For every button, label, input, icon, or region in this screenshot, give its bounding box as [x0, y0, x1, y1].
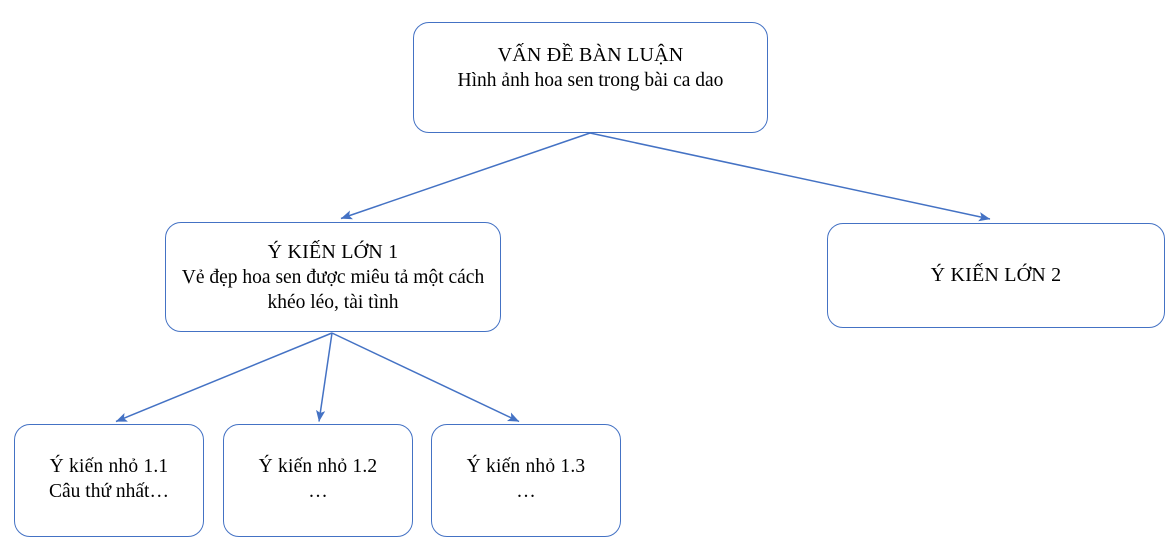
node-root-title: VẤN ĐỀ BÀN LUẬN	[497, 44, 684, 66]
node-main-idea-1-title: Ý KIẾN LỚN 1	[267, 241, 399, 263]
node-main-idea-2[interactable]: Ý KIẾN LỚN 2	[827, 223, 1165, 328]
node-main-idea-1[interactable]: Ý KIẾN LỚN 1 Vẻ đẹp hoa sen được miêu tả…	[165, 222, 501, 332]
connector-main-1-to-sub-11	[115, 332, 333, 423]
connector-root-to-main-2	[589, 132, 991, 222]
node-sub-idea-1-3-subtitle: …	[516, 480, 536, 502]
node-sub-idea-1-1-subtitle: Câu thứ nhất…	[49, 480, 169, 502]
node-sub-idea-1-2-title: Ý kiến nhỏ 1.2	[258, 456, 378, 477]
node-root-topic[interactable]: VẤN ĐỀ BÀN LUẬN Hình ảnh hoa sen trong b…	[413, 22, 768, 133]
node-sub-idea-1-2-subtitle: …	[308, 480, 328, 502]
node-main-idea-1-subtitle: Vẻ đẹp hoa sen được miêu tả một cách khé…	[181, 266, 485, 313]
node-root-subtitle: Hình ảnh hoa sen trong bài ca dao	[457, 69, 724, 91]
node-sub-idea-1-3-title: Ý kiến nhỏ 1.3	[466, 456, 586, 477]
node-sub-idea-1-1-title: Ý kiến nhỏ 1.1	[49, 456, 169, 477]
node-main-idea-2-title: Ý KIẾN LỚN 2	[930, 263, 1062, 286]
node-sub-idea-1-3[interactable]: Ý kiến nhỏ 1.3 …	[431, 424, 621, 537]
node-sub-idea-1-1[interactable]: Ý kiến nhỏ 1.1 Câu thứ nhất…	[14, 424, 204, 537]
connector-root-to-main-1	[340, 132, 591, 220]
connector-main-1-to-sub-13	[331, 332, 520, 423]
node-sub-idea-1-2[interactable]: Ý kiến nhỏ 1.2 …	[223, 424, 413, 537]
connector-main-1-to-sub-12	[316, 332, 333, 422]
